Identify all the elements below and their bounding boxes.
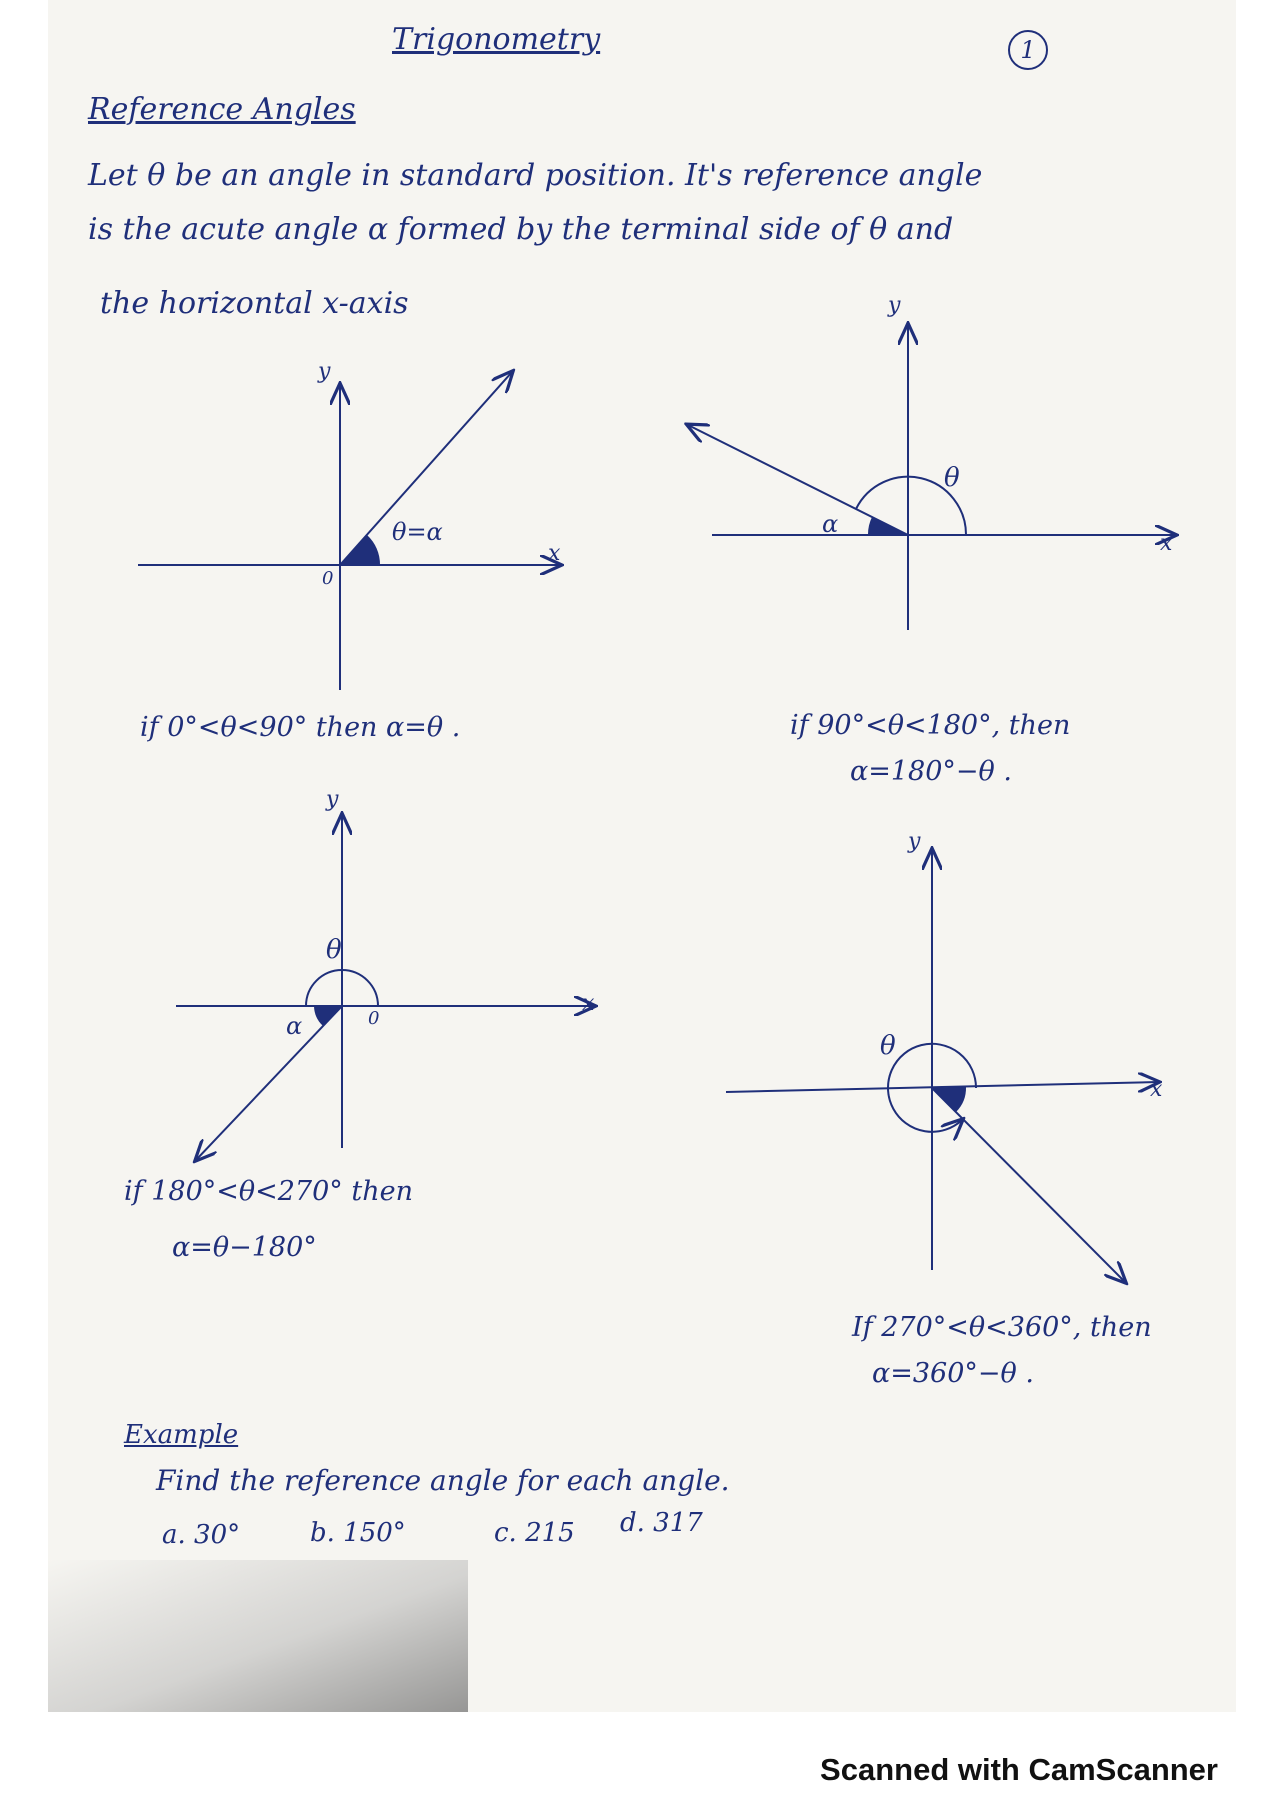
paper-sheet (48, 0, 1236, 1712)
diagram-q2 (688, 325, 1175, 630)
q3-alpha-wedge (314, 1006, 342, 1026)
q2-alpha-wedge (867, 517, 908, 535)
q3-theta-label: θ (326, 935, 342, 965)
example-item-b: b. 150° (310, 1518, 406, 1548)
scan-shadow (48, 1560, 468, 1712)
q4-x-label: x (1150, 1077, 1163, 1102)
page-number-badge: 1 (1008, 30, 1048, 70)
q1-origin-label: 0 (322, 568, 333, 589)
q1-y-label: y (317, 359, 331, 384)
q3-origin-label: 0 (368, 1008, 379, 1029)
q3-alpha-label: α (286, 1012, 302, 1040)
q3-terminal-side (196, 1005, 343, 1160)
intro-line-2: is the acute angle α formed by the termi… (88, 212, 954, 247)
section-heading: Reference Angles (88, 92, 356, 127)
scanner-watermark: Scanned with CamScanner (820, 1752, 1218, 1787)
q4-theta-label: θ (880, 1031, 896, 1061)
q4-theta-arc (887, 1042, 978, 1132)
q2-caption-line-2: α=180°−θ . (850, 756, 1012, 787)
diagram-q3 (176, 815, 594, 1160)
example-item-d: d. 317 (620, 1508, 703, 1538)
intro-line-1: Let θ be an angle in standard position. … (88, 158, 983, 193)
q1-angle-label: θ=α (392, 518, 443, 546)
q2-theta-label: θ (944, 463, 960, 493)
intro-line-3: the horizontal x-axis (100, 286, 409, 321)
page-number: 1 (1020, 36, 1036, 64)
q3-caption-line-1: if 180°<θ<270° then (124, 1176, 413, 1207)
example-prompt: Find the reference angle for each angle. (156, 1464, 730, 1497)
q2-caption-line-1: if 90°<θ<180°, then (790, 710, 1071, 741)
q2-terminal-side (688, 425, 909, 536)
q1-caption: if 0°<θ<90° then α=θ . (140, 712, 461, 743)
q3-x-label: x (582, 991, 595, 1016)
example-item-c: c. 215 (494, 1518, 575, 1548)
diagram-q4 (725, 850, 1158, 1282)
page-title: Trigonometry (392, 22, 601, 57)
q2-x-label: x (1160, 531, 1173, 556)
diagram-q1 (138, 372, 560, 690)
example-item-a: a. 30° (162, 1520, 241, 1550)
q2-alpha-label: α (822, 510, 838, 538)
q4-alpha-wedge (932, 1087, 967, 1112)
q3-caption-line-2: α=θ−180° (172, 1232, 317, 1263)
example-heading: Example (124, 1420, 239, 1450)
q1-x-label: x (548, 541, 561, 566)
q4-terminal-side (931, 1087, 1125, 1282)
q2-theta-arc (855, 475, 968, 536)
q2-y-label: y (887, 293, 901, 318)
q4-caption-line-2: α=360°−θ . (872, 1358, 1034, 1389)
q3-y-label: y (325, 787, 339, 812)
q1-terminal-side (339, 372, 512, 566)
q4-caption-line-1: If 270°<θ<360°, then (852, 1312, 1152, 1343)
q4-x-axis (725, 1082, 1158, 1093)
q1-angle-wedge (340, 535, 381, 565)
q4-y-label: y (907, 829, 921, 854)
q3-theta-arc (305, 969, 379, 1007)
